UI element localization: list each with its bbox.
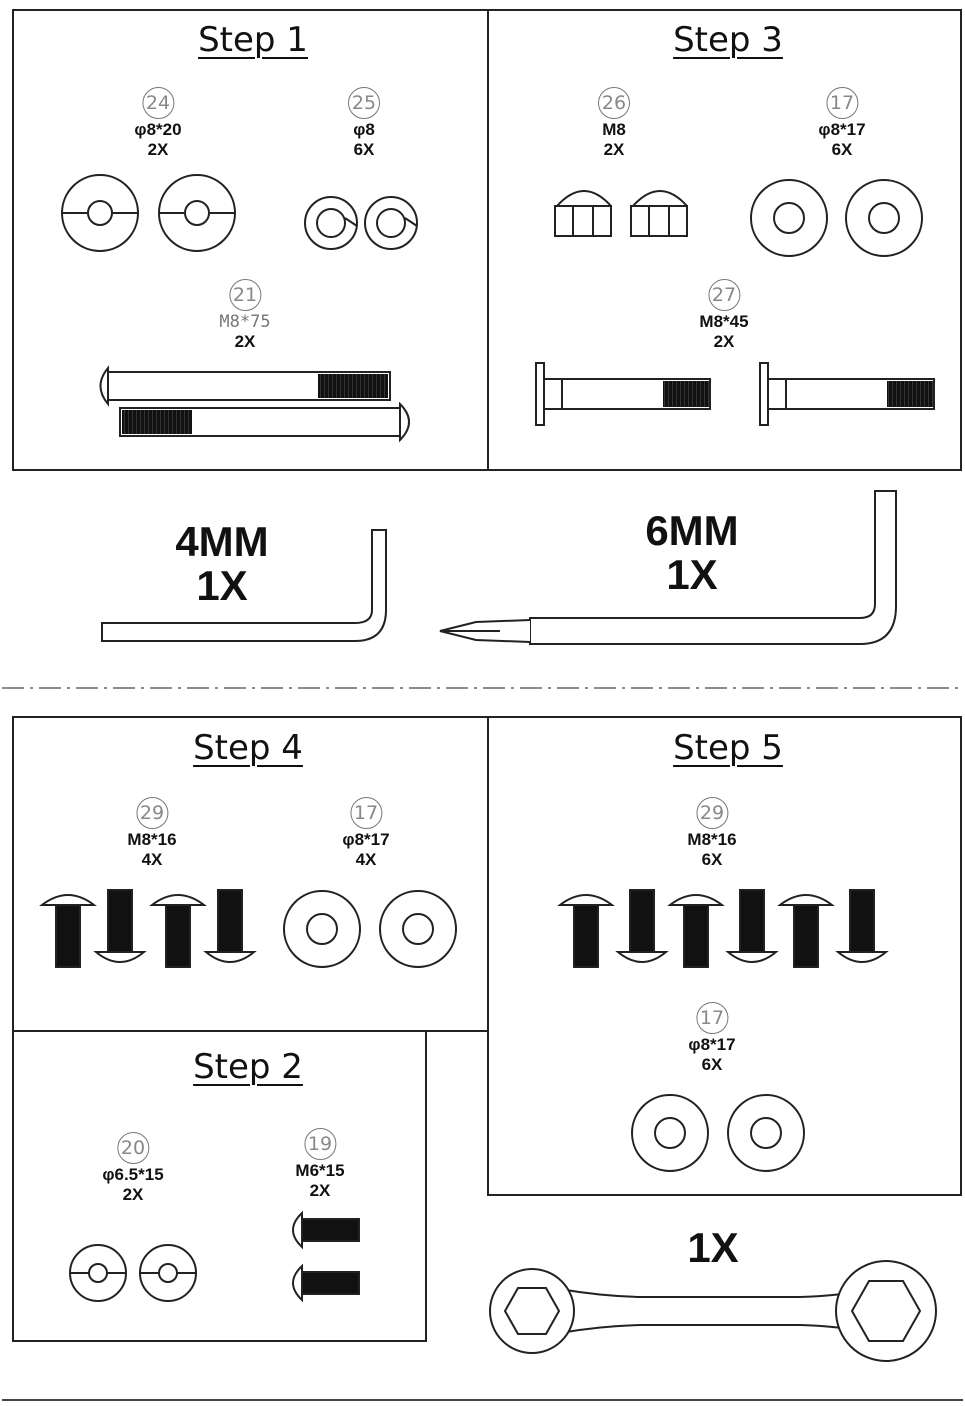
flat-washer-icon	[61, 174, 139, 252]
part-label-17-step5: 17 φ8*17 6X	[688, 1002, 736, 1075]
step3-title: Step 3	[673, 20, 783, 60]
part-quantity: 6X	[353, 140, 375, 159]
part-size: M8*75	[219, 312, 271, 332]
part-quantity: 2X	[309, 1181, 331, 1200]
part-quantity: 2X	[147, 140, 169, 159]
small-bolt-icon	[292, 1210, 360, 1250]
part-quantity: 2X	[234, 332, 256, 351]
button-bolt-icon	[667, 894, 725, 968]
button-bolt-icon	[835, 889, 889, 963]
part-number: 29	[135, 797, 168, 829]
part-number: 21	[229, 279, 261, 311]
step5-panel	[487, 716, 962, 1196]
part-number: 17	[825, 87, 858, 119]
washer-icon	[727, 1094, 805, 1172]
bolt-icon	[99, 365, 391, 407]
part-number: 17	[695, 1002, 728, 1034]
part-size: M8	[602, 120, 626, 139]
wrench-qty: 1X	[687, 1224, 739, 1271]
part-label-25: 25 φ8 6X	[348, 87, 380, 160]
part-quantity: 6X	[831, 140, 853, 159]
flat-washer-icon	[69, 1244, 127, 1302]
part-quantity: 2X	[122, 1185, 144, 1204]
part-number: 26	[598, 87, 630, 119]
part-number: 19	[303, 1128, 336, 1160]
allen-6mm-size: 6MM	[645, 507, 739, 554]
step5-title: Step 5	[673, 728, 783, 768]
part-quantity: 2X	[603, 140, 625, 159]
step2-panel	[12, 1030, 427, 1342]
part-size: M6*15	[295, 1161, 345, 1180]
part-size: φ8*17	[342, 830, 390, 849]
flat-washer-icon	[158, 174, 236, 252]
flat-washer-icon	[139, 1244, 197, 1302]
allen-6mm-qty: 1X	[666, 551, 718, 598]
part-size: φ6.5*15	[102, 1165, 164, 1184]
part-quantity: 6X	[701, 1055, 723, 1074]
button-bolt-icon	[203, 889, 257, 963]
step2-title: Step 2	[193, 1047, 303, 1087]
part-quantity: 4X	[141, 850, 163, 869]
button-bolt-icon	[557, 894, 615, 968]
part-size: φ8*17	[688, 1035, 736, 1054]
part-number: 25	[348, 87, 380, 119]
allen-6mm-label: 6MM 1X	[645, 509, 738, 597]
button-bolt-icon	[93, 889, 147, 963]
part-label-24: 24 φ8*20 2X	[134, 87, 182, 160]
cap-nut-icon	[554, 190, 612, 237]
washer-icon	[845, 179, 923, 257]
allen-key-6mm-icon	[439, 490, 897, 645]
part-label-20: 20 φ6.5*15 2X	[102, 1132, 164, 1205]
part-size: M8*16	[687, 830, 737, 849]
allen-4mm-label: 4MM 1X	[175, 520, 268, 608]
part-number: 24	[141, 87, 174, 119]
button-bolt-icon	[615, 889, 669, 963]
part-label-26: 26 M8 2X	[598, 87, 630, 160]
washer-icon	[750, 179, 828, 257]
small-bolt-icon	[292, 1263, 360, 1303]
part-size: φ8	[353, 120, 375, 139]
step1-title: Step 1	[198, 20, 308, 60]
button-bolt-icon	[39, 894, 97, 968]
part-label-29-step5: 29 M8*16 6X	[687, 797, 737, 870]
button-bolt-icon	[777, 894, 835, 968]
part-label-29-step4: 29 M8*16 4X	[127, 797, 177, 870]
part-size: M8*45	[699, 312, 749, 331]
part-label-17-step3: 17 φ8*17 6X	[818, 87, 866, 160]
step4-title: Step 4	[193, 728, 303, 768]
part-quantity: 2X	[713, 332, 735, 351]
spring-washer-icon	[364, 196, 418, 250]
part-number: 20	[116, 1132, 149, 1164]
button-bolt-icon	[149, 894, 207, 968]
part-number: 17	[349, 797, 382, 829]
part-size: M8*16	[127, 830, 177, 849]
part-quantity: 6X	[701, 850, 723, 869]
part-label-19: 19 M6*15 2X	[295, 1128, 345, 1201]
washer-icon	[631, 1094, 709, 1172]
bolt-icon	[759, 362, 935, 426]
washer-icon	[283, 890, 361, 968]
button-bolt-icon	[725, 889, 779, 963]
bolt-icon	[119, 401, 410, 443]
allen-key-4mm-icon	[101, 529, 387, 642]
part-label-17-step4: 17 φ8*17 4X	[342, 797, 390, 870]
washer-icon	[379, 890, 457, 968]
hex-wrench-icon	[489, 1260, 937, 1362]
part-size: φ8*20	[134, 120, 182, 139]
part-label-27: 27 M8*45 2X	[699, 279, 749, 352]
part-label-21: 21 M8*75 2X	[219, 279, 271, 352]
allen-4mm-size: 4MM	[175, 518, 269, 565]
part-number: 29	[695, 797, 728, 829]
part-number: 27	[707, 279, 740, 311]
part-quantity: 4X	[355, 850, 377, 869]
bolt-icon	[535, 362, 711, 426]
allen-4mm-qty: 1X	[196, 562, 248, 609]
part-size: φ8*17	[818, 120, 866, 139]
step3-panel	[487, 9, 962, 471]
cap-nut-icon	[630, 190, 688, 237]
spring-washer-icon	[304, 196, 358, 250]
